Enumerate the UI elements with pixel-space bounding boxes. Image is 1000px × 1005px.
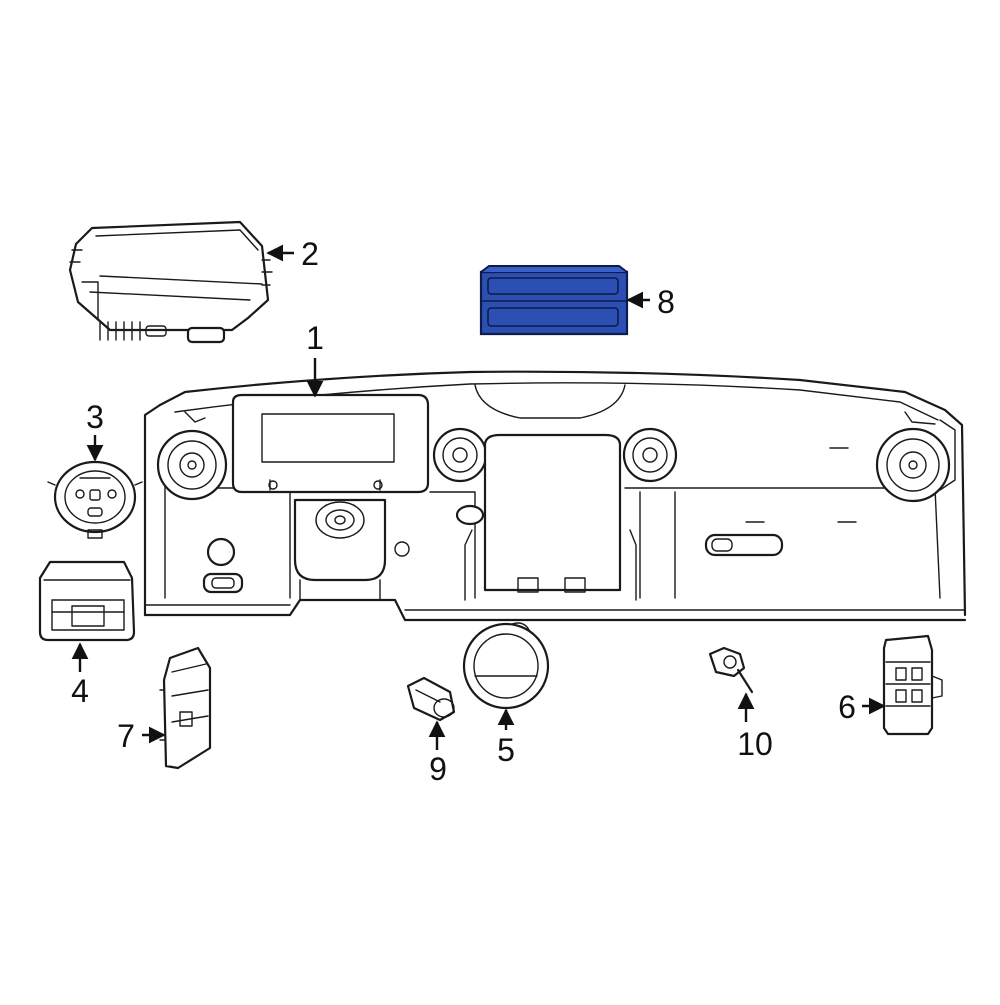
callout-1: 1 [306, 320, 324, 356]
left-outer-vent [156, 429, 228, 501]
part-3-round-switch[interactable] [47, 460, 143, 539]
part-4-vent-bezel[interactable] [38, 560, 136, 642]
callout-labels: 1 2 3 4 5 6 7 8 9 10 [71, 236, 856, 787]
callout-6: 6 [838, 689, 856, 725]
part-7-module-bracket[interactable] [159, 646, 212, 770]
center-left-vent [432, 427, 488, 483]
callout-3: 3 [86, 399, 104, 435]
part-9-small-sensor[interactable] [406, 676, 456, 722]
part-8-highlighted-module[interactable] [479, 265, 629, 336]
callout-4: 4 [71, 673, 89, 709]
part-10-sensor-with-lead[interactable] [708, 646, 754, 694]
right-outer-vent [875, 427, 951, 503]
part-5-round-knob[interactable] [462, 622, 550, 710]
callout-arrows [71, 244, 886, 750]
callout-8: 8 [657, 284, 675, 320]
callout-7: 7 [117, 718, 135, 754]
center-right-vent [622, 427, 678, 483]
dashboard-assembly[interactable] [143, 370, 967, 622]
callout-5: 5 [497, 732, 515, 768]
instrument-cluster-display[interactable] [231, 393, 430, 494]
callout-9: 9 [429, 751, 447, 787]
steering-column [293, 498, 387, 601]
callout-2: 2 [301, 236, 319, 272]
part-6-switch-block[interactable] [882, 634, 943, 736]
callout-10: 10 [737, 726, 773, 762]
part-2-control-module[interactable] [68, 220, 273, 344]
center-stack [483, 433, 622, 592]
